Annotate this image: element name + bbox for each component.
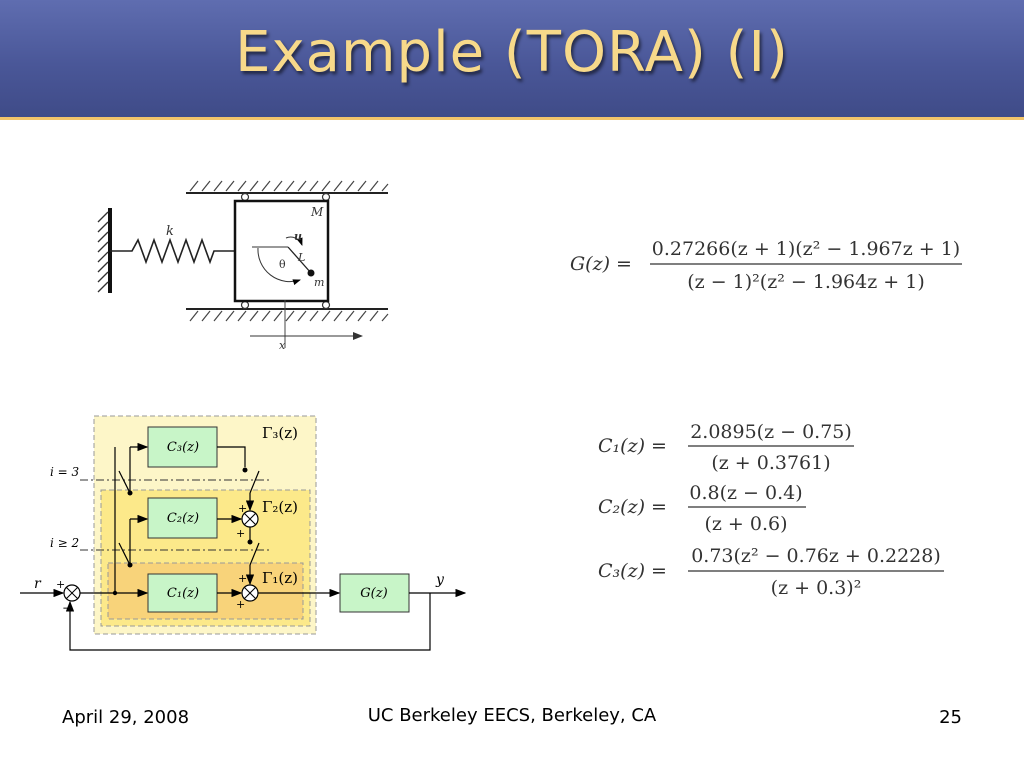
pendulum-ball <box>307 269 315 277</box>
sign-g1-plus-bottom: + <box>236 598 245 611</box>
switch-i2-blade <box>118 542 131 566</box>
cart <box>233 199 330 303</box>
slide-title: Example (TORA) (I) <box>235 20 789 85</box>
c3-output <box>217 446 246 467</box>
angle-arc <box>257 247 301 286</box>
switch-gamma2-blade <box>249 542 260 566</box>
c2-lhs: C₂(z) = <box>598 496 667 518</box>
plant-lhs: G(z) = <box>570 253 632 275</box>
angle-label: θ <box>279 258 286 271</box>
c3-block-label: C₃(z) <box>167 440 199 455</box>
c2-block-label: C₂(z) <box>167 511 199 526</box>
plant-numerator: 0.27266(z + 1)(z² − 1.967z + 1) <box>652 238 960 260</box>
c1-lhs: C₁(z) = <box>598 435 667 457</box>
plant-block <box>339 573 410 613</box>
c3-lhs: C₃(z) = <box>598 560 667 582</box>
c1-block-label: C₁(z) <box>167 586 199 601</box>
switch-i2-label: i ≥ 2 <box>50 536 79 550</box>
sign-g2-plus-bottom: + <box>236 527 245 540</box>
switch-c3-blade <box>249 470 260 494</box>
page-number: 25 <box>939 707 962 728</box>
c2-denominator: (z + 0.6) <box>704 513 787 535</box>
spring <box>110 237 235 265</box>
switch-i3-label: i = 3 <box>50 465 80 479</box>
c3-numerator: 0.73(z² − 0.76z + 0.2228) <box>691 545 941 567</box>
sign-input-plus: + <box>56 578 65 591</box>
sign-input-minus: − <box>62 601 72 615</box>
gamma2-label: Γ₂(z) <box>262 498 298 516</box>
pendulum-arm <box>287 246 312 274</box>
plant-denominator: (z − 1)²(z² − 1.964z + 1) <box>687 271 924 293</box>
switch-c3-node <box>242 467 248 473</box>
c2-numerator: 0.8(z − 0.4) <box>689 482 802 504</box>
switch-gamma2-node <box>247 539 253 545</box>
title-bar <box>0 0 1024 117</box>
footer-institution: UC Berkeley EECS, Berkeley, CA <box>367 705 657 726</box>
c1-numerator: 2.0895(z − 0.75) <box>690 421 852 443</box>
ball-label: m <box>314 276 324 289</box>
plant-block-label: G(z) <box>360 586 387 601</box>
cart-label: M <box>310 205 324 219</box>
output-signal-label: y <box>435 572 445 588</box>
c1-block <box>147 573 218 613</box>
gamma1-label: Γ₁(z) <box>262 569 298 587</box>
torque-arrow <box>285 236 303 246</box>
bottom-rail-hatch <box>189 310 389 322</box>
wall-hatch <box>97 211 109 293</box>
footer-date: April 29, 2008 <box>62 707 190 728</box>
title-rule <box>0 117 1024 120</box>
position-label: x <box>279 339 286 352</box>
sign-g1-plus-top: + <box>238 572 247 585</box>
gamma3-label: Γ₃(z) <box>262 424 298 442</box>
c1-denominator: (z + 0.3761) <box>711 452 830 474</box>
switch-i3-blade <box>118 470 131 494</box>
c3-denominator: (z + 0.3)² <box>771 577 862 599</box>
input-signal-label: r <box>34 576 42 592</box>
feedback-path <box>65 593 431 651</box>
sign-g2-plus-top: + <box>238 502 247 515</box>
arm-label: L <box>297 251 305 264</box>
input-label: u <box>294 230 302 243</box>
top-rail-hatch <box>189 180 389 192</box>
branch-node <box>112 590 118 596</box>
spring-label: k <box>166 224 174 239</box>
sum-junction-input <box>63 584 81 602</box>
